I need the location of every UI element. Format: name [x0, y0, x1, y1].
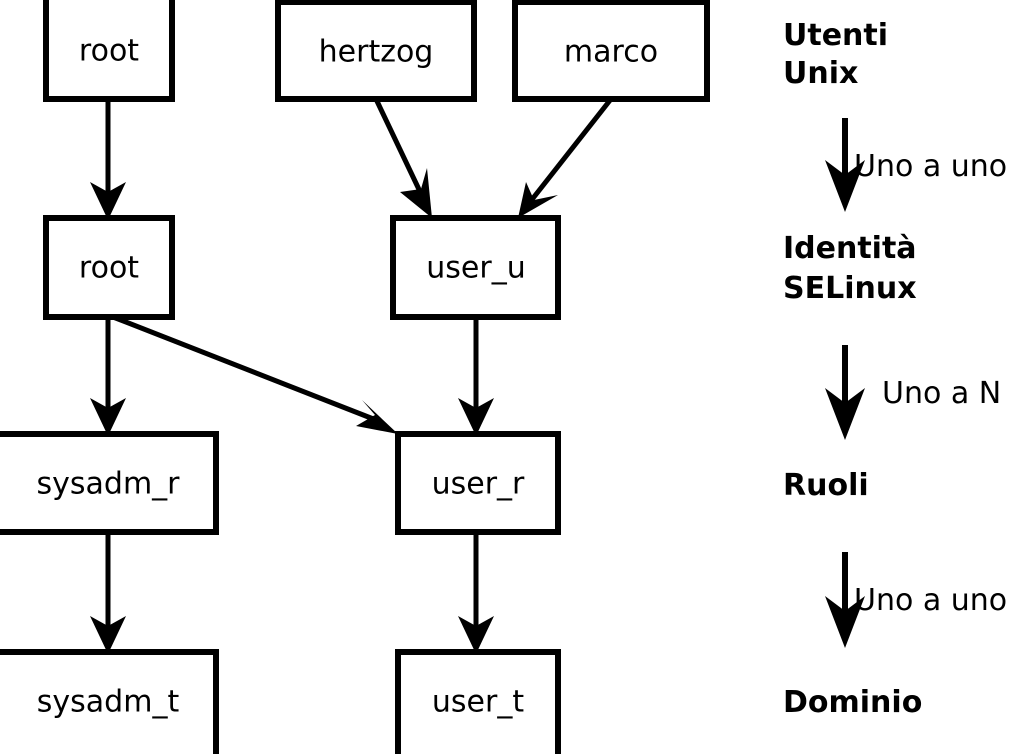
edge-marco-useru — [518, 97, 613, 218]
node-label: marco — [564, 35, 658, 70]
legend-relation-arrow-3: Uno a uno — [825, 552, 1007, 648]
legend-layer-line: Unix — [783, 56, 858, 91]
node-role-user-r[interactable]: user_r — [395, 431, 561, 535]
edge-useru-userr — [458, 317, 494, 436]
edge-idroot-userr — [112, 314, 398, 434]
node-unix-root[interactable]: root — [43, 0, 175, 102]
edge-hertzog-useru — [373, 97, 432, 218]
node-label: root — [79, 34, 139, 69]
edge-unixroot-idroot — [90, 99, 126, 220]
legend-layer-line: Identità — [783, 231, 917, 266]
legend-layer-domains: Dominio — [783, 685, 922, 720]
legend-relation-label: Uno a N — [882, 376, 1001, 411]
node-domain-sysadm-t[interactable]: sysadm_t — [0, 649, 219, 754]
edge-sysadmr-sysadmt — [90, 532, 126, 654]
legend-layer-line: SELinux — [783, 271, 917, 306]
node-label: user_r — [432, 467, 525, 502]
legend-layer-selinux-identities: Identità SELinux — [783, 231, 917, 306]
node-identity-user-u[interactable]: user_u — [390, 215, 561, 320]
node-domain-user-t[interactable]: user_t — [395, 649, 561, 754]
edge-userr-usert — [458, 532, 494, 654]
legend-relation-label: Uno a uno — [854, 583, 1007, 618]
node-label: user_u — [426, 251, 525, 286]
node-label: sysadm_r — [37, 467, 181, 502]
legend-layer-roles: Ruoli — [783, 468, 869, 503]
legend-relation-label: Uno a uno — [854, 149, 1007, 184]
node-label: root — [79, 251, 139, 286]
node-unix-hertzog[interactable]: hertzog — [275, 0, 477, 102]
legend-layer-line: Utenti — [783, 18, 888, 53]
node-identity-root[interactable]: root — [43, 215, 175, 320]
legend-layer-unix-users: Utenti Unix — [783, 18, 888, 91]
legend-layer-line: Ruoli — [783, 468, 869, 503]
legend-relation-arrow-2: Uno a N — [825, 345, 1001, 440]
node-role-sysadm-r[interactable]: sysadm_r — [0, 431, 219, 535]
edge-idroot-sysadmr — [90, 317, 126, 436]
node-label: sysadm_t — [37, 685, 180, 720]
node-label: hertzog — [319, 35, 434, 70]
node-label: user_t — [432, 685, 524, 720]
legend-layer-line: Dominio — [783, 685, 922, 720]
legend-relation-arrow-1: Uno a uno — [825, 118, 1007, 212]
node-unix-marco[interactable]: marco — [512, 0, 710, 102]
